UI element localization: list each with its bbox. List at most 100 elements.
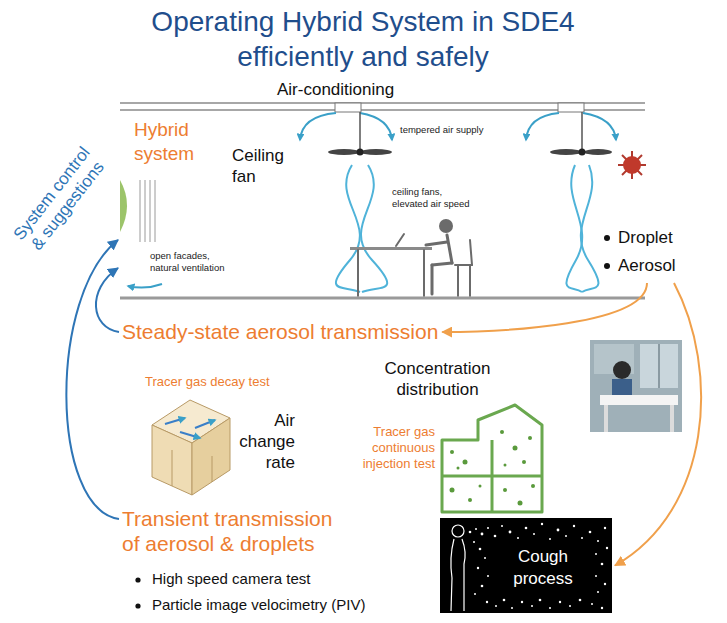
droplet-dot bbox=[477, 567, 479, 569]
ceiling-fan bbox=[360, 149, 392, 155]
steady-state-heading: Steady-state aerosol transmission bbox=[122, 318, 438, 346]
droplet-dot bbox=[494, 535, 497, 538]
droplet-dot bbox=[589, 531, 592, 534]
droplet-dot bbox=[481, 585, 484, 588]
feedback-label-box: System control & suggestions bbox=[7, 140, 112, 259]
system-label: Air-conditioning bbox=[277, 80, 394, 100]
droplet-dot bbox=[487, 575, 489, 577]
droplet-dot bbox=[601, 563, 604, 566]
ceiling-fan bbox=[328, 149, 360, 155]
droplet-dot bbox=[479, 548, 482, 551]
flow-arrow bbox=[615, 283, 701, 566]
experiment-photo bbox=[613, 361, 631, 379]
supply-airflow bbox=[583, 113, 616, 140]
fan-airflow bbox=[336, 165, 599, 292]
droplet-dot bbox=[595, 575, 597, 577]
occupant-at-desk bbox=[457, 265, 459, 296]
droplet-dot bbox=[531, 605, 533, 607]
droplet-dot bbox=[533, 533, 535, 535]
ceiling-fan bbox=[550, 149, 582, 155]
component-label: Ceiling fan bbox=[232, 145, 288, 187]
section-heading: Steady-state aerosol transmission bbox=[122, 318, 438, 346]
droplet-dot bbox=[541, 523, 543, 525]
experiment-photo bbox=[600, 395, 678, 405]
droplet-dot bbox=[606, 547, 608, 549]
section-heading: Hybrid system bbox=[134, 118, 226, 166]
airflow-arrow bbox=[165, 418, 185, 424]
droplet-dot bbox=[573, 525, 575, 527]
droplet-dot bbox=[579, 599, 582, 602]
virus-icon bbox=[622, 155, 642, 175]
airflow-arrow bbox=[195, 420, 215, 428]
occupant-at-desk bbox=[447, 235, 452, 263]
bullet-item: Particle image velocimetry (PIV) bbox=[152, 596, 365, 614]
metric-label-box: Air change rate bbox=[235, 410, 295, 473]
droplet-dot bbox=[511, 607, 513, 609]
experiment-photo bbox=[640, 344, 678, 388]
metric-label: Air change rate bbox=[235, 410, 295, 473]
metric-label-box: Concentration distribution bbox=[375, 358, 500, 400]
droplet-dot bbox=[525, 527, 528, 530]
aerosol-dot bbox=[500, 430, 504, 434]
house-model bbox=[491, 440, 494, 512]
aerosol-dot bbox=[503, 488, 507, 492]
droplet-dot bbox=[604, 583, 606, 585]
method-label-box: Tracer gas decay test bbox=[145, 374, 270, 390]
ac-unit bbox=[335, 103, 584, 112]
aerosol-dot bbox=[450, 430, 536, 506]
supply-airflow bbox=[300, 113, 616, 140]
feedback-label: System control & suggestions bbox=[7, 140, 112, 259]
method-label: Tracer gas decay test bbox=[145, 374, 270, 390]
facade bbox=[140, 180, 141, 242]
ceiling-fan bbox=[581, 112, 583, 150]
bullet-dot bbox=[604, 235, 610, 241]
flow-arrow bbox=[442, 283, 647, 332]
cough-image: Cough process bbox=[440, 518, 612, 613]
bullet-item: High speed camera test bbox=[152, 570, 310, 588]
section-heading: Transient transmission of aerosol & drop… bbox=[122, 506, 344, 556]
aerosol-dot bbox=[513, 446, 518, 451]
aerosol-dot bbox=[518, 501, 523, 506]
droplet-dot bbox=[495, 605, 497, 607]
fan-airflow bbox=[566, 165, 582, 292]
bullet-dot bbox=[135, 577, 140, 582]
droplet-dot bbox=[595, 553, 597, 555]
house-model bbox=[442, 405, 542, 512]
aerosol-dot bbox=[450, 488, 455, 493]
droplet-dot bbox=[581, 537, 583, 539]
droplet-dot bbox=[591, 603, 593, 605]
droplet-dot bbox=[474, 593, 476, 595]
occupant-at-desk bbox=[439, 219, 453, 233]
person-silhouette bbox=[451, 525, 465, 611]
droplet-dot bbox=[539, 599, 542, 602]
aerosol-dot bbox=[457, 467, 460, 470]
occupant-at-desk bbox=[470, 240, 472, 265]
droplet-dot bbox=[549, 607, 551, 609]
experiment-photo bbox=[604, 405, 608, 432]
occupant-at-desk bbox=[396, 234, 404, 246]
occupant-at-desk bbox=[350, 219, 472, 296]
facade bbox=[120, 180, 127, 232]
experiment-photo bbox=[612, 379, 632, 397]
droplet-dot bbox=[481, 533, 484, 536]
bullet-item-box: Particle image velocimetry (PIV) bbox=[152, 596, 365, 614]
droplet-dot bbox=[601, 607, 603, 609]
occupant-at-desk bbox=[423, 250, 425, 296]
droplet-dot bbox=[604, 527, 606, 529]
flow-arrow bbox=[96, 268, 119, 332]
floor bbox=[120, 297, 645, 300]
bullet-item-box: High speed camera test bbox=[152, 570, 310, 588]
virus-icon bbox=[618, 151, 646, 179]
component-label-box: Ceiling fan bbox=[232, 145, 288, 187]
experiment-photo bbox=[658, 344, 660, 388]
airflow-arrow bbox=[165, 418, 215, 438]
ceiling-fan bbox=[359, 112, 361, 150]
floor bbox=[120, 298, 645, 299]
building-model bbox=[152, 400, 230, 495]
experiment-photo bbox=[590, 340, 682, 432]
supply-airflow bbox=[300, 113, 336, 140]
aerosol-dot bbox=[531, 484, 535, 488]
aerosol-dot bbox=[522, 460, 526, 464]
aerosol-dot bbox=[528, 436, 532, 440]
facade bbox=[155, 180, 156, 242]
